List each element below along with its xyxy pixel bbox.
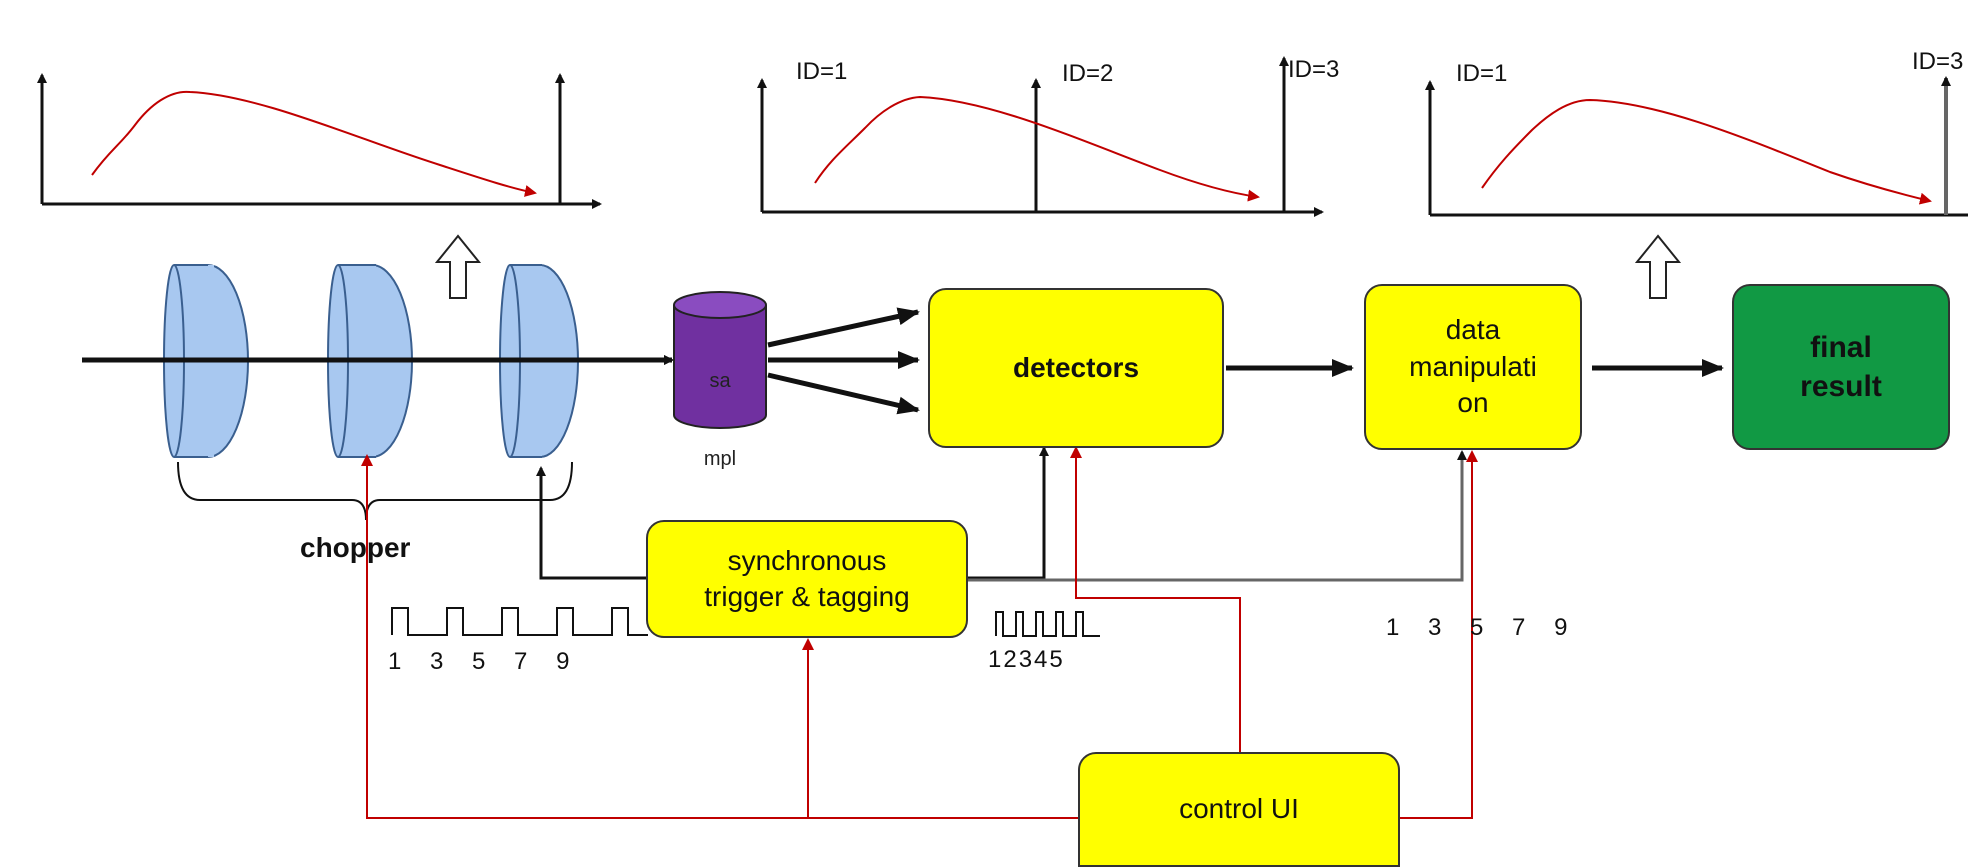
plot-middle-id-3-label: ID=3: [1288, 56, 1340, 83]
data-manipulation-label: data manipulati on: [1409, 314, 1537, 419]
data-manipulation-box[interactable]: data manipulati on: [1364, 284, 1582, 450]
control-ui-label: control UI: [1179, 793, 1299, 825]
plot-right-id-3-label: ID=3: [1912, 48, 1964, 75]
plot-left-spectrum-curve: [91, 90, 537, 197]
final-result-label: final result: [1800, 331, 1882, 403]
pulse-train-middle: [995, 611, 1100, 637]
hollow-up-arrow-right: [1634, 234, 1682, 299]
final-result-box[interactable]: final result: [1732, 284, 1950, 450]
control-ui-box[interactable]: control UI: [1078, 752, 1400, 867]
pulse-numbers-right: 1 3 5 7 9: [1386, 614, 1568, 641]
plot-right-id-1-label: ID=1: [1456, 60, 1508, 87]
scatter-arrow-up: [767, 307, 920, 348]
sync-trigger-label: synchronous trigger & tagging: [704, 544, 910, 612]
scatter-arrow-down: [767, 372, 920, 415]
pulse-numbers-left: 1 3 5 7 9: [388, 648, 570, 675]
pulse-numbers-middle: 12345: [988, 646, 1065, 673]
plot-middle: [757, 56, 1324, 217]
sync-to-manipulation-line: [968, 450, 1467, 582]
plot-middle-spectrum-curve: [814, 95, 1260, 202]
plot-right-spectrum-curve: [1481, 98, 1932, 205]
sync-to-chopper-line: [536, 466, 646, 580]
detectors-box[interactable]: detectors: [928, 288, 1224, 448]
plot-left: [37, 73, 602, 209]
pulse-train-left: [391, 607, 648, 636]
hollow-up-arrow-left: [434, 234, 482, 299]
plot-right: [1425, 76, 1968, 217]
plot-middle-id-1-label: ID=1: [796, 58, 848, 85]
sync-trigger-box[interactable]: synchronous trigger & tagging: [646, 520, 968, 638]
sample-cylinder: [673, 291, 767, 429]
detectors-label: detectors: [1012, 351, 1140, 383]
control-to-chopper-line: [361, 454, 1078, 819]
chopper-label: chopper: [300, 532, 411, 563]
sync-to-detectors-line: [968, 446, 1049, 580]
control-to-detectors-line: [1070, 446, 1241, 752]
control-to-manipulation-line: [1400, 450, 1478, 819]
plot-middle-id-2-label: ID=2: [1062, 60, 1114, 87]
chopper-bracket: [177, 461, 573, 521]
